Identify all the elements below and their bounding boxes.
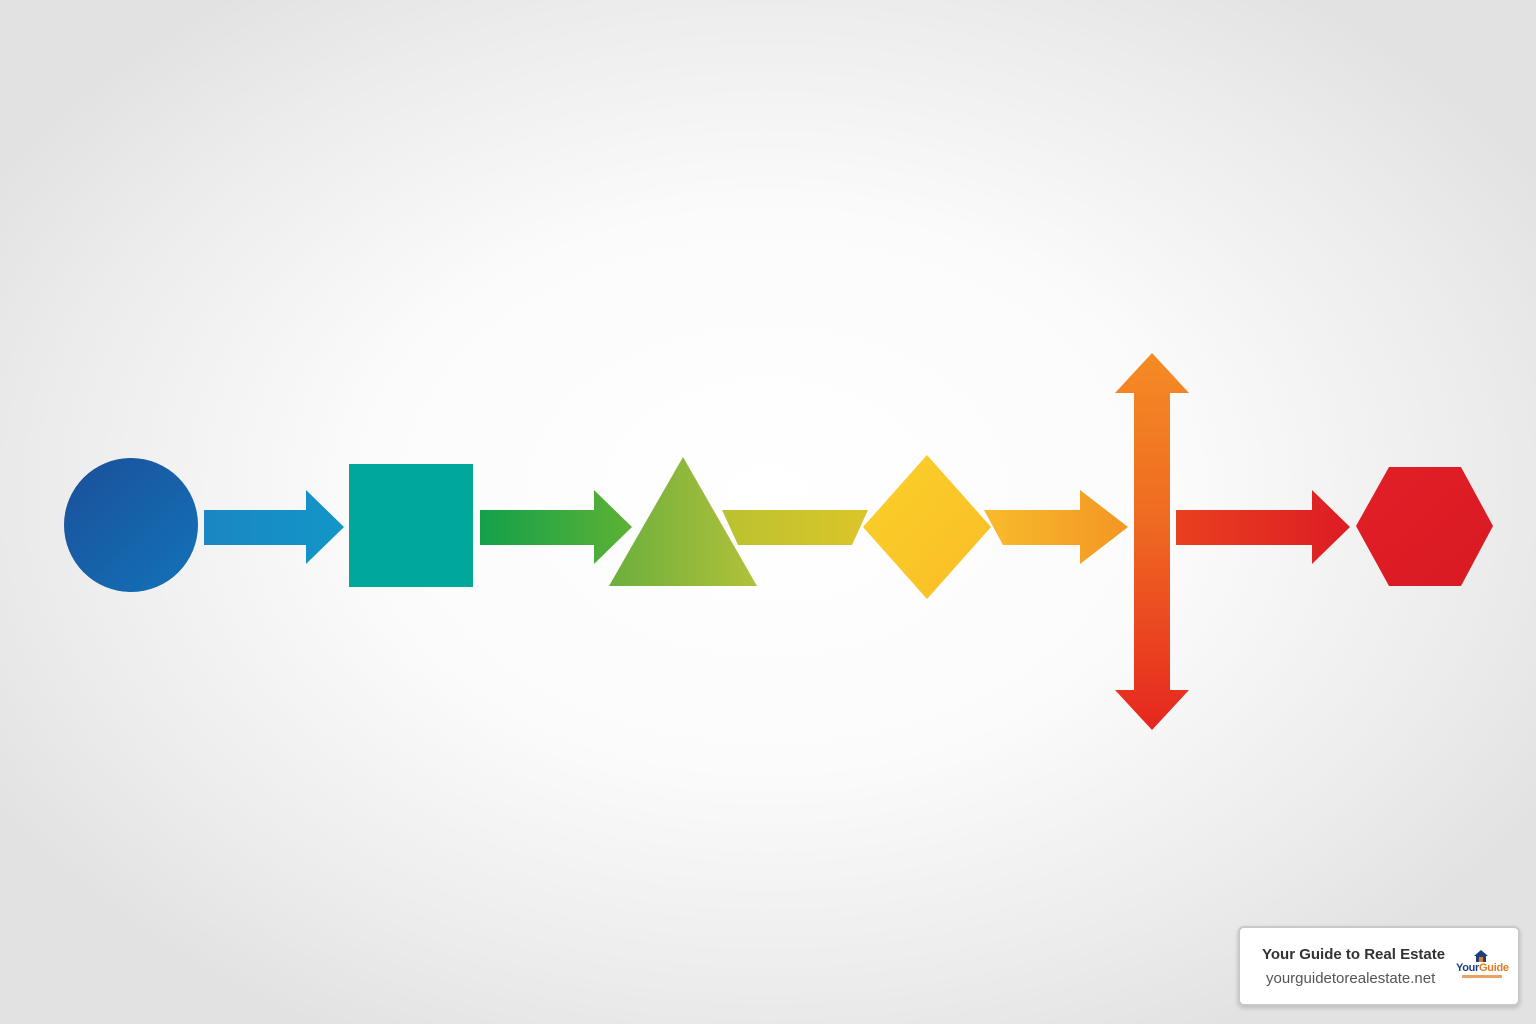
logo-word-your: Your: [1456, 962, 1480, 974]
logo-word-guide: Guide: [1479, 962, 1509, 974]
watermark-title: Your Guide to Real Estate: [1262, 946, 1446, 963]
bar-connector: [722, 510, 868, 545]
watermark-badge: Your Guide to Real Estate yourguidetorea…: [1238, 926, 1520, 1006]
square-node: [349, 464, 473, 587]
your-guide-logo: YourGuide: [1454, 950, 1509, 984]
arrow-connector-5: [1176, 490, 1350, 564]
logo-wordmark: YourGuide: [1456, 962, 1509, 974]
logo-tagline-line: [1462, 975, 1502, 978]
circle-node: [64, 458, 198, 592]
diamond-node: [863, 455, 991, 599]
house-icon: [1474, 950, 1488, 962]
vertical-double-arrow: [1115, 353, 1189, 730]
arrow-connector-1: [204, 490, 344, 564]
triangle-node: [609, 457, 757, 586]
watermark-url: yourguidetorealestate.net: [1266, 970, 1436, 987]
hexagon-node: [1356, 467, 1493, 586]
arrow-connector-4: [984, 490, 1128, 564]
arrow-connector-2: [480, 490, 632, 564]
